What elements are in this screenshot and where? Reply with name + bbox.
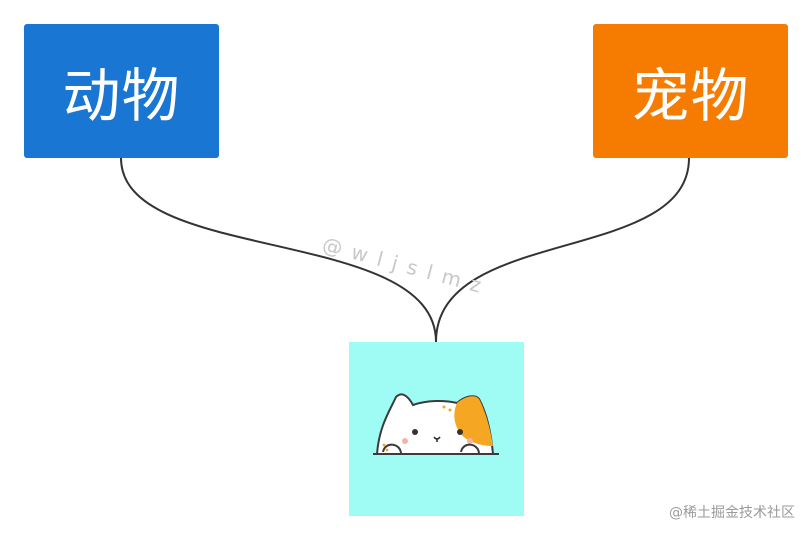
footer-credit: @稀土掘金技术社区	[669, 505, 795, 521]
cat-image	[349, 342, 524, 516]
pet-node-label: 宠物	[631, 62, 750, 130]
pet-node: 宠物	[593, 24, 788, 158]
connector-pet-to-image	[435, 157, 690, 343]
connector-animal-to-image	[120, 157, 437, 343]
animal-node-label: 动物	[62, 62, 181, 130]
animal-node: 动物	[24, 24, 219, 158]
cat-illustration	[373, 393, 499, 455]
